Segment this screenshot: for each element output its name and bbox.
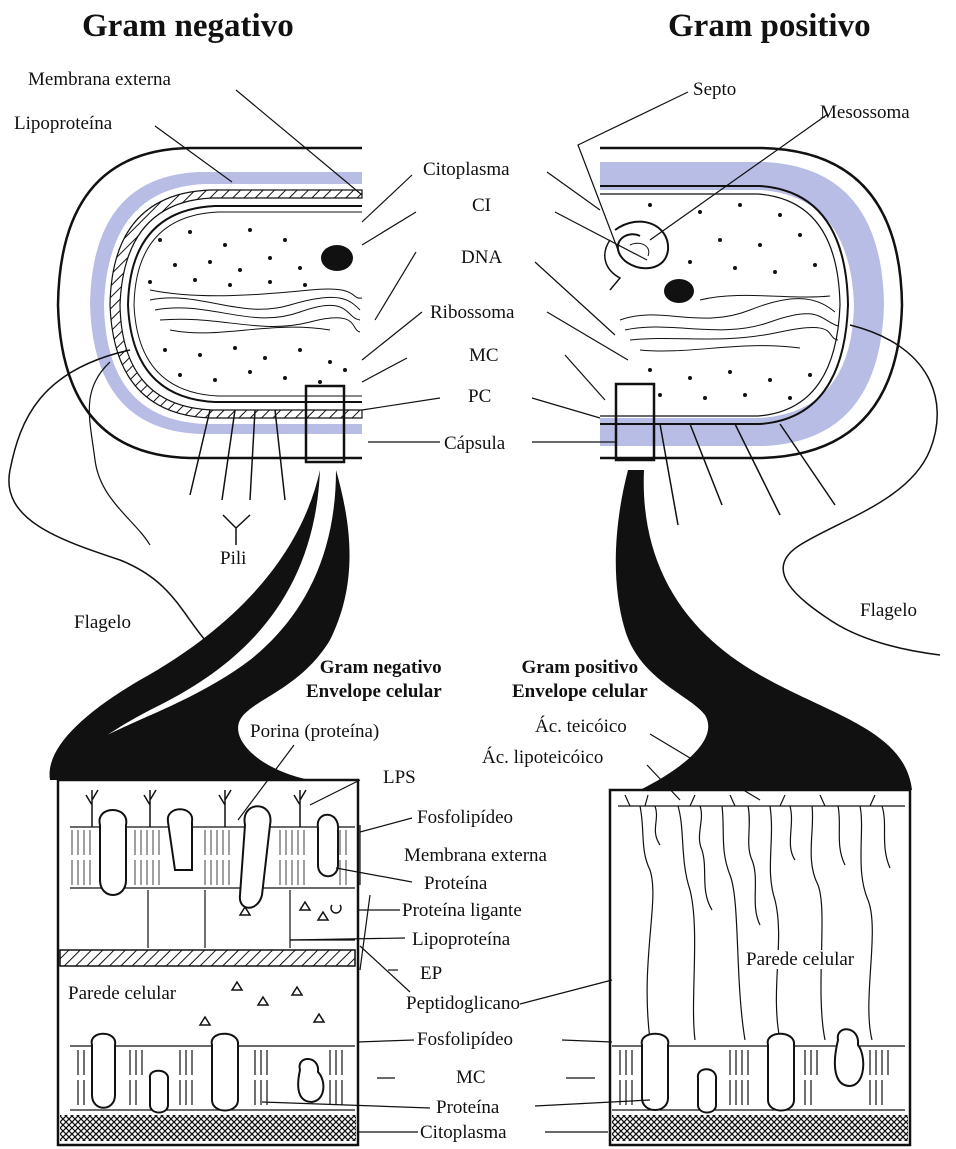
label-peptidoglicano: Peptidoglicano xyxy=(406,994,520,1013)
gram-negative-cell xyxy=(9,148,362,640)
subtitle-gram-positive-envelope: Gram positivo Envelope celular xyxy=(512,656,648,704)
label-septo: Septo xyxy=(693,80,736,99)
subtitle-gram-negative-envelope: Gram negativo Envelope celular xyxy=(306,656,442,704)
gn-ribosomes xyxy=(148,228,347,384)
label-fosfolipideo-bottom: Fosfolipídeo xyxy=(417,1030,513,1049)
label-ribossoma: Ribossoma xyxy=(430,303,514,322)
label-proteina-ligante: Proteína ligante xyxy=(402,901,522,920)
label-porina: Porina (proteína) xyxy=(250,722,379,741)
gp-capsule-layer xyxy=(600,162,884,446)
label-ci: CI xyxy=(472,196,491,215)
title-gram-positive: Gram positivo xyxy=(668,10,871,43)
label-mc: MC xyxy=(469,346,499,365)
label-lipoproteina: Lipoproteína xyxy=(14,114,112,133)
gp-cytoplasm xyxy=(612,1115,908,1141)
label-ep: EP xyxy=(420,964,442,983)
label-proteina-bottom: Proteína xyxy=(436,1098,499,1117)
label-capsula: Cápsula xyxy=(444,434,505,453)
label-parede-celular-left: Parede celular xyxy=(68,984,176,1003)
label-parede-celular-right: Parede celular xyxy=(746,950,854,969)
gp-mesosome xyxy=(615,222,668,269)
label-mc-envelope: MC xyxy=(456,1068,486,1087)
gn-dna-strands xyxy=(150,289,362,333)
subtitle-left-line1: Gram negativo xyxy=(306,656,442,680)
label-dna: DNA xyxy=(461,248,502,267)
gp-dna-strands xyxy=(620,295,838,351)
subtitle-left-line2: Envelope celular xyxy=(306,680,442,704)
label-ac-lipoteicoico: Ác. lipoteicóico xyxy=(482,748,603,767)
gn-capsule-layer xyxy=(90,172,362,434)
label-citoplasma-envelope: Citoplasma xyxy=(420,1123,507,1142)
label-citoplasma: Citoplasma xyxy=(423,160,510,179)
gn-inner-membrane xyxy=(128,206,362,402)
subtitle-right-line1: Gram positivo xyxy=(512,656,648,680)
label-fosfolipideo-top: Fosfolipídeo xyxy=(417,808,513,827)
label-membrana-externa-envelope: Membrana externa xyxy=(404,846,547,865)
gn-outer-membrane xyxy=(110,190,362,418)
gp-dna-granule xyxy=(664,279,694,303)
gn-dna-granule xyxy=(321,245,353,271)
label-lipoproteina-envelope: Lipoproteína xyxy=(412,930,510,949)
gn-peptidoglycan xyxy=(60,950,355,966)
label-pc: PC xyxy=(468,387,491,406)
label-ac-teicoico: Ác. teicóico xyxy=(535,717,627,736)
label-lps: LPS xyxy=(383,768,416,787)
subtitle-right-line2: Envelope celular xyxy=(512,680,648,704)
gn-cytoplasm xyxy=(60,1115,356,1141)
label-pili: Pili xyxy=(220,549,246,568)
zoom-funnels xyxy=(50,470,912,790)
label-mesossoma: Mesossoma xyxy=(820,103,910,122)
label-proteina-top: Proteína xyxy=(424,874,487,893)
label-membrana-externa: Membrana externa xyxy=(28,70,171,89)
right-funnel xyxy=(616,470,912,790)
label-flagelo-right: Flagelo xyxy=(860,601,917,620)
title-gram-negative: Gram negativo xyxy=(82,10,294,43)
gn-envelope xyxy=(58,780,358,1145)
label-flagelo-left: Flagelo xyxy=(74,613,131,632)
